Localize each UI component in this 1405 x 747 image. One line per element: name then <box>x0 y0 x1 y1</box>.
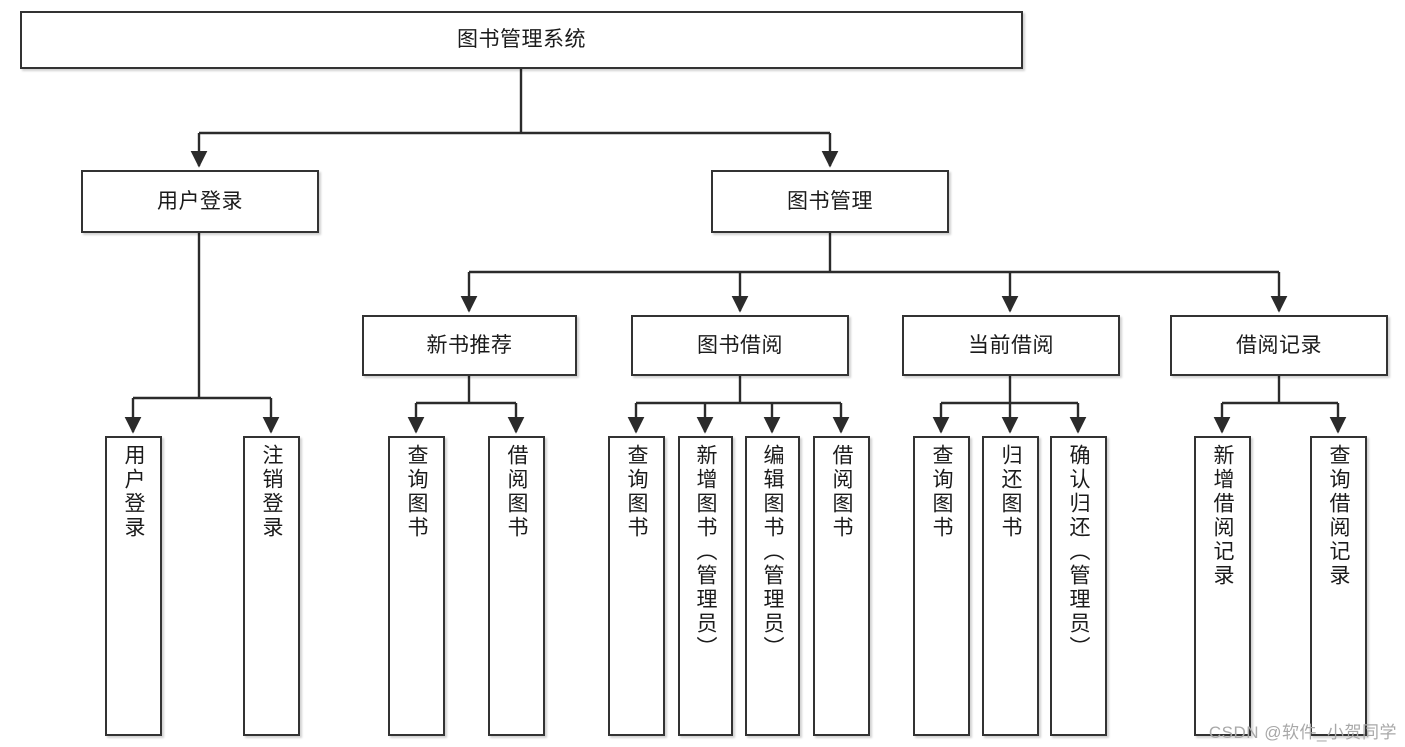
node-borrow-record[interactable]: 借阅记录 <box>1170 315 1388 376</box>
leaf-book-borrow-1-label: 查询图书 <box>625 444 648 540</box>
node-user-login-label: 用户登录 <box>157 189 243 213</box>
leaf-current-borrow-3-label: 确认归还（管理员） <box>1067 444 1090 660</box>
leaf-borrow-record-1[interactable]: 新增借阅记录 <box>1194 436 1251 736</box>
leaf-user-login-2[interactable]: 注销登录 <box>243 436 300 736</box>
leaf-user-login-1[interactable]: 用户登录 <box>105 436 162 736</box>
leaf-new-book-2-label: 借阅图书 <box>505 444 528 540</box>
leaf-current-borrow-1-label: 查询图书 <box>930 444 953 540</box>
leaf-borrow-record-2[interactable]: 查询借阅记录 <box>1310 436 1367 736</box>
node-root-label: 图书管理系统 <box>457 28 586 52</box>
node-book-manage[interactable]: 图书管理 <box>711 170 949 233</box>
leaf-current-borrow-2-label: 归还图书 <box>999 444 1022 540</box>
leaf-book-borrow-4[interactable]: 借阅图书 <box>813 436 870 736</box>
node-book-manage-label: 图书管理 <box>787 189 873 213</box>
node-root[interactable]: 图书管理系统 <box>20 11 1023 69</box>
leaf-book-borrow-1[interactable]: 查询图书 <box>608 436 665 736</box>
leaf-current-borrow-1[interactable]: 查询图书 <box>913 436 970 736</box>
leaf-borrow-record-2-label: 查询借阅记录 <box>1327 444 1350 588</box>
leaf-book-borrow-2-label: 新增图书（管理员） <box>694 444 717 660</box>
leaf-current-borrow-2[interactable]: 归还图书 <box>982 436 1039 736</box>
node-user-login[interactable]: 用户登录 <box>81 170 319 233</box>
node-new-book-label: 新书推荐 <box>426 333 513 357</box>
node-new-book[interactable]: 新书推荐 <box>362 315 577 376</box>
node-borrow-record-label: 借阅记录 <box>1236 333 1322 357</box>
leaf-book-borrow-4-label: 借阅图书 <box>830 444 853 540</box>
node-current-borrow[interactable]: 当前借阅 <box>902 315 1120 376</box>
leaf-borrow-record-1-label: 新增借阅记录 <box>1211 444 1234 588</box>
leaf-new-book-1[interactable]: 查询图书 <box>388 436 445 736</box>
node-book-borrow[interactable]: 图书借阅 <box>631 315 849 376</box>
leaf-current-borrow-3[interactable]: 确认归还（管理员） <box>1050 436 1107 736</box>
node-current-borrow-label: 当前借阅 <box>968 333 1054 357</box>
leaf-book-borrow-3[interactable]: 编辑图书（管理员） <box>745 436 800 736</box>
leaf-book-borrow-2[interactable]: 新增图书（管理员） <box>678 436 733 736</box>
leaf-book-borrow-3-label: 编辑图书（管理员） <box>761 444 784 660</box>
leaf-new-book-2[interactable]: 借阅图书 <box>488 436 545 736</box>
leaf-new-book-1-label: 查询图书 <box>405 444 428 540</box>
leaf-user-login-2-label: 注销登录 <box>260 444 283 540</box>
node-book-borrow-label: 图书借阅 <box>697 333 783 357</box>
csdn-watermark: CSDN @软件_小贺同学 <box>1208 723 1397 742</box>
leaf-user-login-1-label: 用户登录 <box>122 444 145 540</box>
